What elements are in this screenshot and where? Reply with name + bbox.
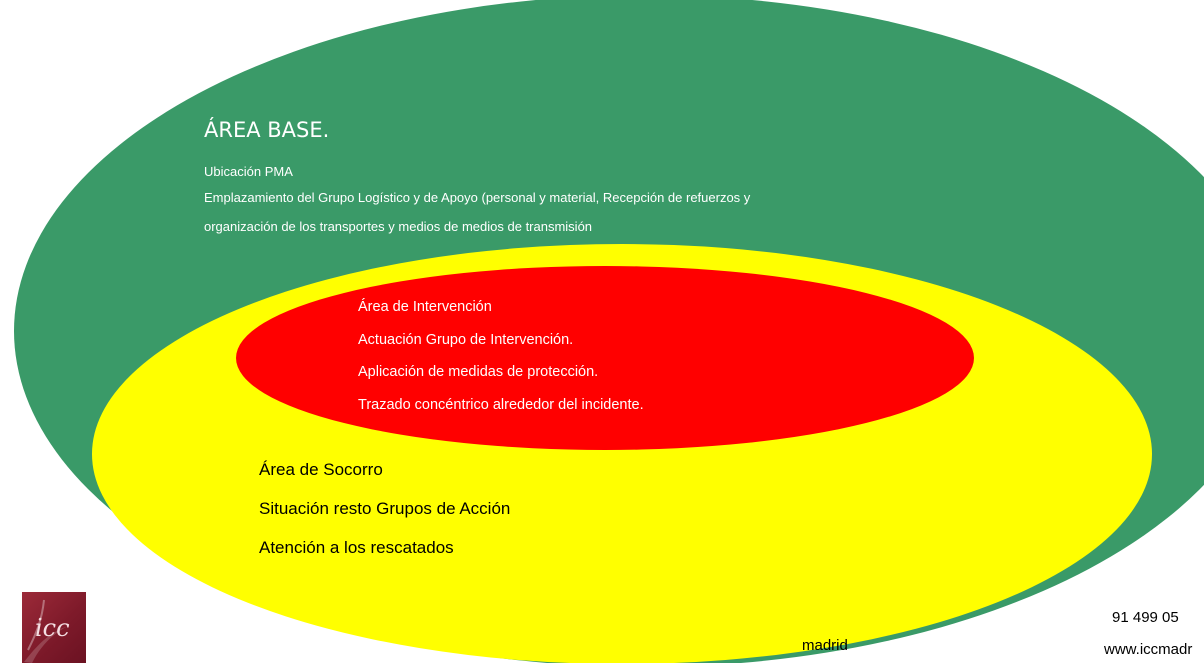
area-base-line-3: organización de los transportes y medios… [204, 219, 593, 234]
footer-web-link: www.iccmadr [1104, 641, 1193, 658]
area-intervencion-line-3: Aplicación de medidas de protección. [358, 364, 599, 380]
area-intervencion-ellipse [236, 266, 974, 450]
footer-left-fragment: madrid [802, 637, 848, 654]
area-socorro-line-3: Atención a los rescatados [259, 538, 454, 557]
area-base-line-1: Ubicación PMA [204, 164, 293, 179]
area-socorro-line-2: Situación resto Grupos de Acción [259, 499, 511, 518]
icc-logo-icon: icc [22, 592, 86, 663]
area-base-title: ÁREA BASE. [204, 118, 330, 142]
area-intervencion-line-2: Actuación Grupo de Intervención. [358, 332, 574, 348]
area-intervencion-line-4: Trazado concéntrico alrededor del incide… [358, 397, 644, 413]
logo-text: icc [35, 614, 70, 642]
area-base-line-2: Emplazamiento del Grupo Logístico y de A… [204, 190, 751, 205]
area-intervencion-title: Área de Intervención [358, 299, 492, 315]
area-socorro-title: Área de Socorro [259, 460, 383, 479]
footer-phone: 91 499 05 [1112, 609, 1179, 626]
